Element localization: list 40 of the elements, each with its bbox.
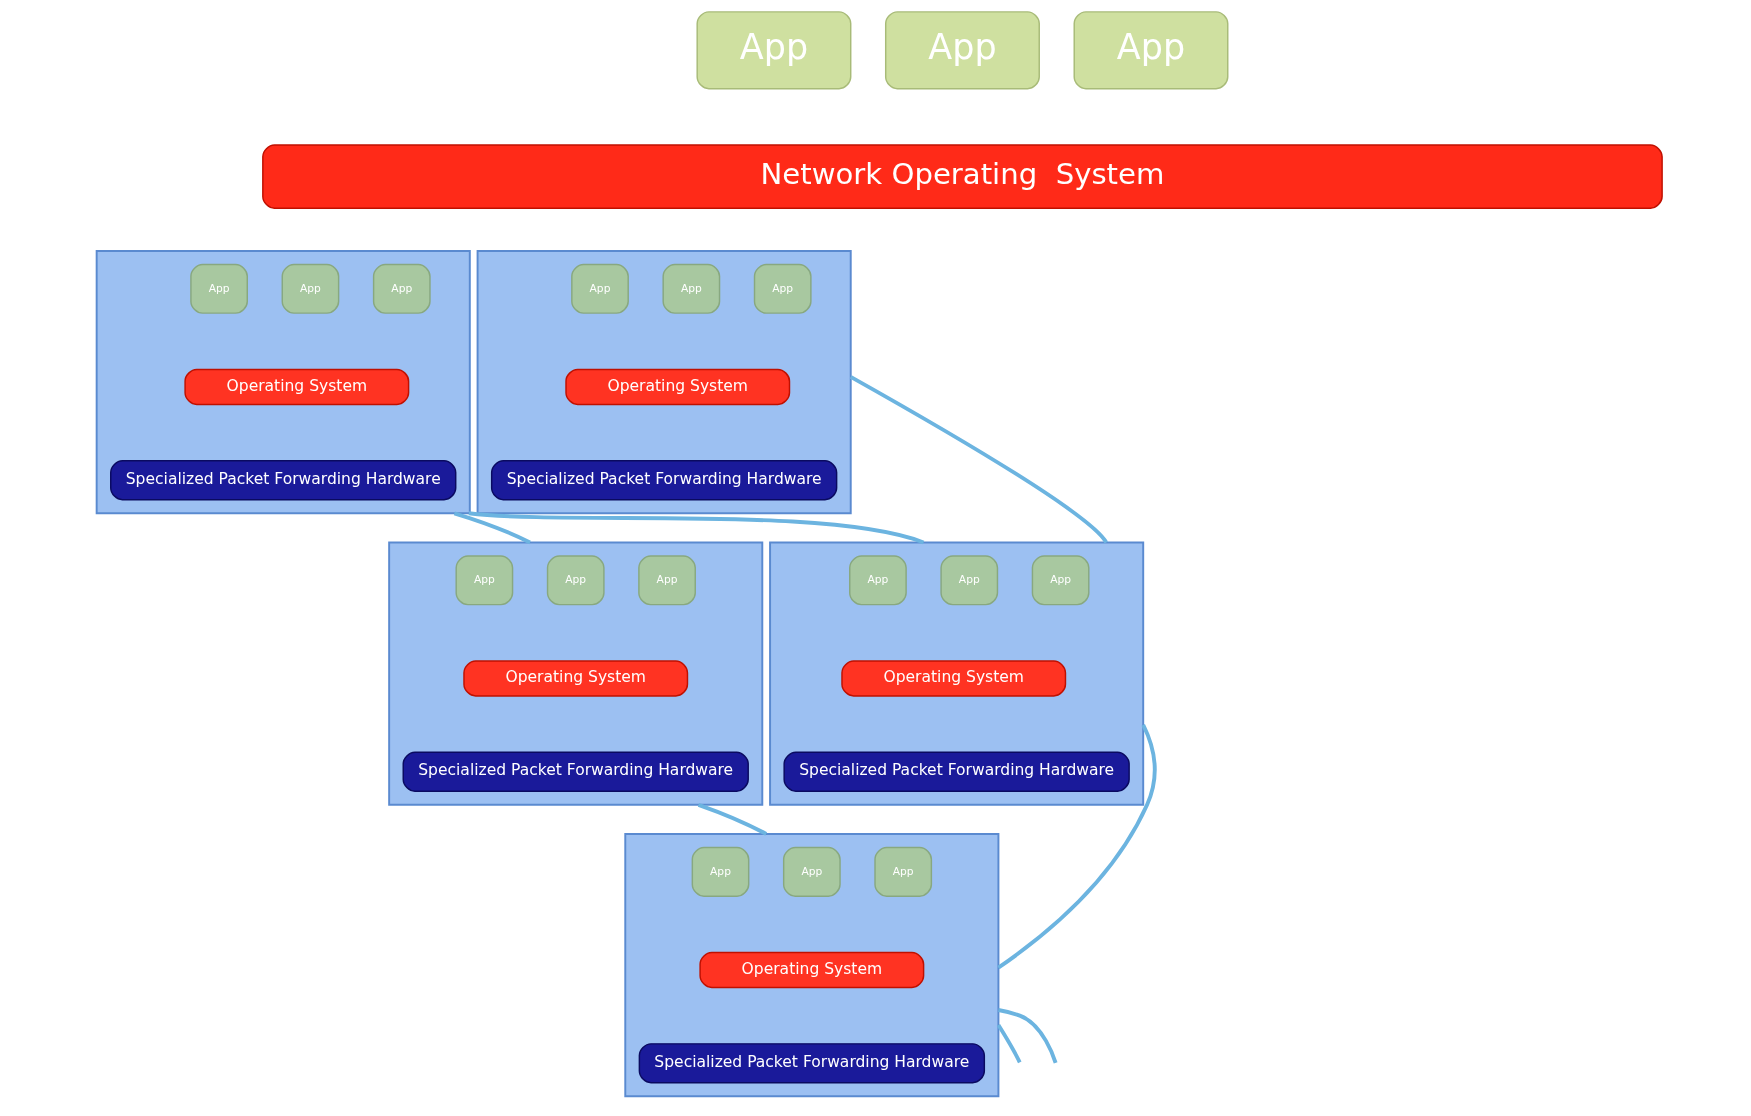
node-box: App [884,11,1040,90]
cluster [95,249,471,515]
node-box: Operating System [463,660,689,697]
node-box: Operating System [184,368,410,406]
node-box: App [849,555,907,606]
node-box: App [662,263,721,314]
node-box: Specialized Packet Forwarding Hardware [783,751,1130,792]
node-box: Operating System [565,368,791,406]
connector [468,511,925,545]
node-box: App [455,555,514,606]
node-box: Operating System [841,660,1067,697]
node-box: Network Operating System [262,144,1663,209]
cluster [476,249,852,515]
node-box: App [190,263,248,314]
connector [996,1024,1022,1064]
node-box: Specialized Packet Forwarding Hardware [110,460,457,501]
cluster [388,541,764,806]
cluster [624,833,1000,1098]
node-box: App [546,555,605,606]
node-box: App [691,846,750,897]
node-box: App [753,263,812,314]
node-box: App [281,263,340,314]
node-box: App [782,846,841,897]
node-box: Operating System [699,951,925,989]
node-box: Specialized Packet Forwarding Hardware [638,1043,986,1084]
node-box: Specialized Packet Forwarding Hardware [490,460,838,501]
node-box: App [696,11,852,90]
node-box: App [372,263,431,314]
connector [998,1008,1058,1064]
connector [849,375,1108,544]
node-box: Specialized Packet Forwarding Hardware [402,751,749,792]
node-box: App [874,846,933,897]
node-box: App [1031,555,1090,606]
node-box: App [571,263,629,314]
node-box: App [1073,11,1229,90]
node-box: App [940,555,999,606]
connector [997,723,1157,970]
connector [453,511,531,545]
node-box: App [638,555,696,606]
cluster [769,541,1145,806]
